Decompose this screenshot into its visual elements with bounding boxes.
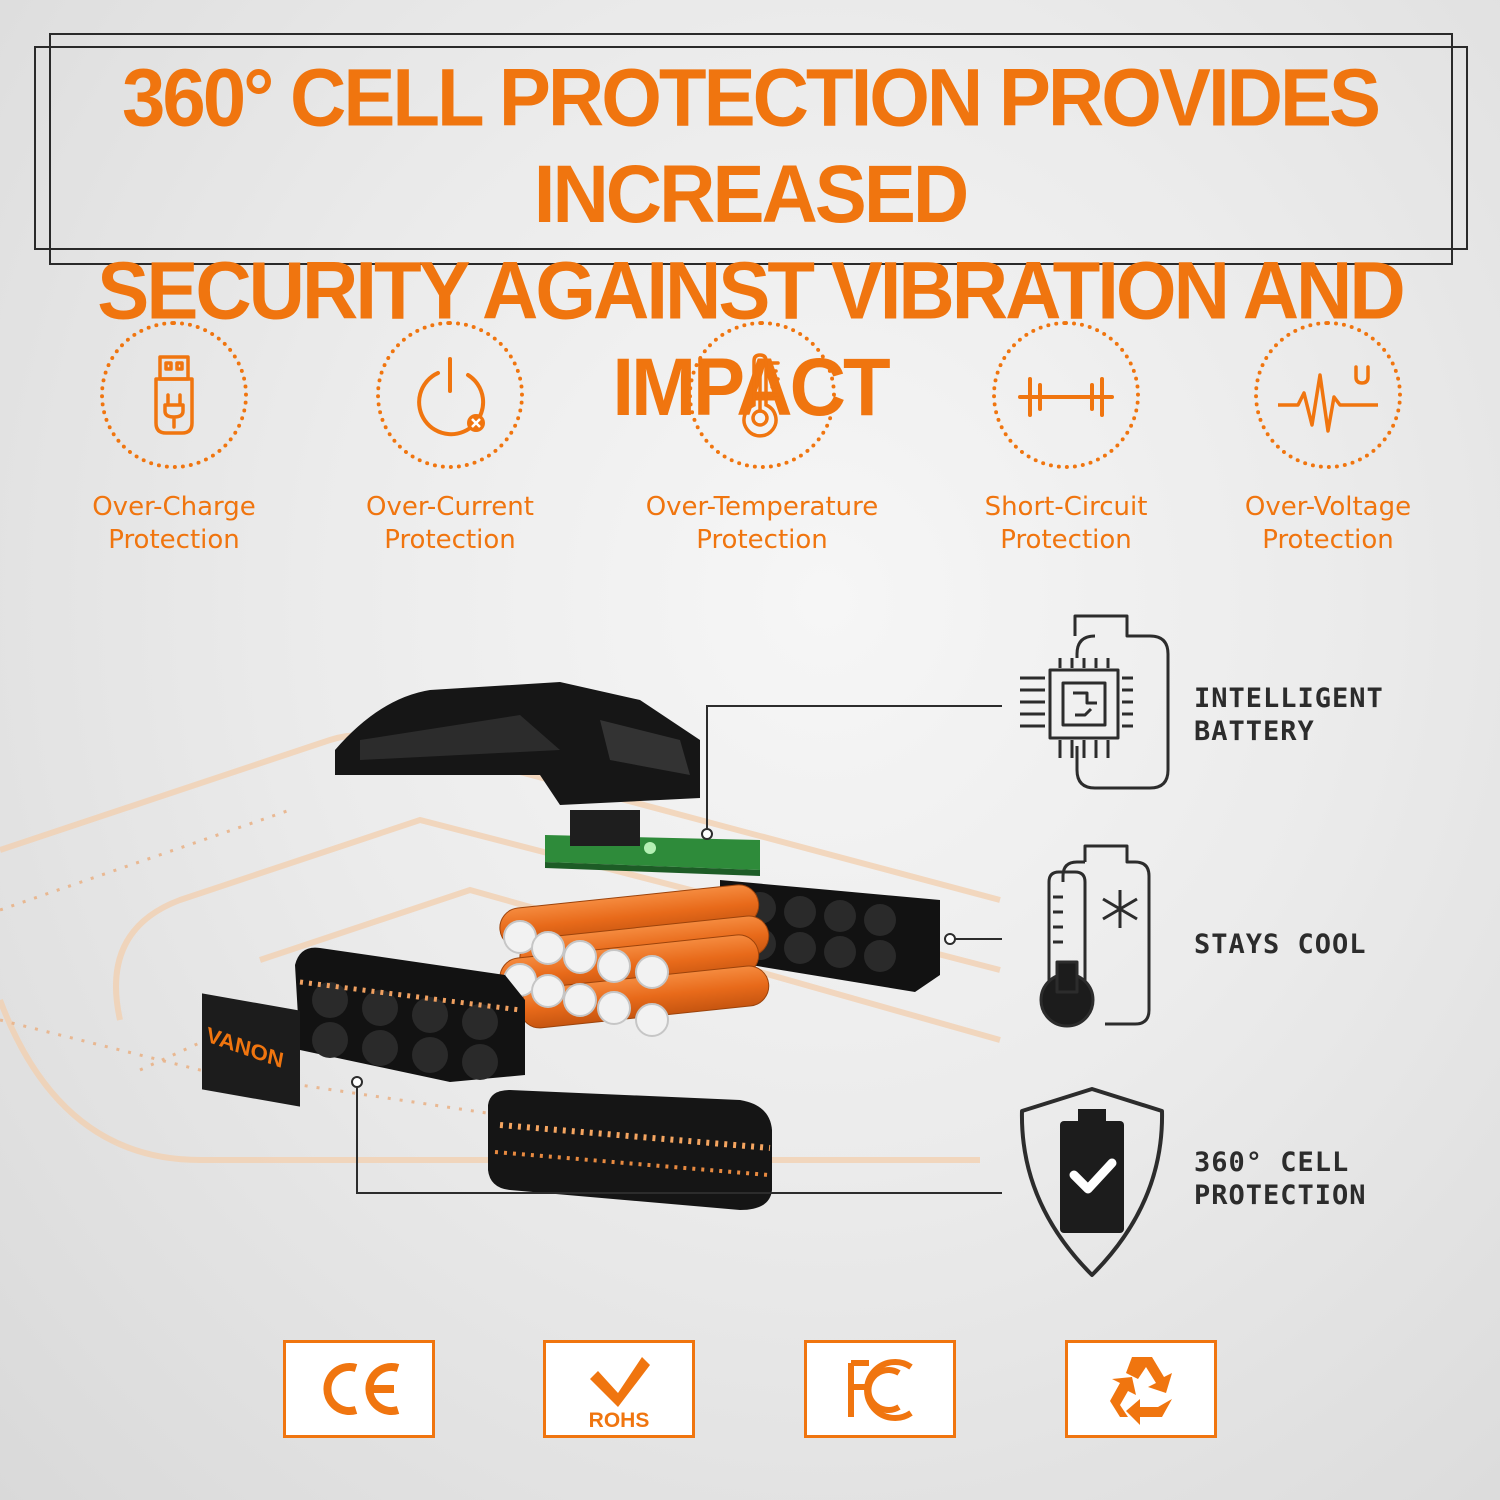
brand-name: VANON (204, 1022, 286, 1073)
protection-label-2: Protection (696, 525, 828, 555)
protection-label-2: Protection (1262, 525, 1394, 555)
title-frame-inner (49, 33, 1453, 265)
protection-over-voltage: Over-Voltage Protection (1198, 321, 1458, 557)
voltage-wave-icon (1278, 365, 1378, 433)
circuit-icon (1018, 377, 1114, 417)
title-frame-outer (34, 46, 1468, 250)
feature-label-cell-protection: 360° CELL PROTECTION (1194, 1147, 1367, 1211)
thermometer-icon (742, 353, 780, 438)
protection-label-1: Short-Circuit (984, 492, 1148, 522)
cert-badge-recycle (1065, 1340, 1217, 1438)
chip-battery-icon (1020, 614, 1170, 790)
protection-label-2: Protection (384, 525, 516, 555)
feature-label-stays-cool: STAYS COOL (1194, 929, 1367, 960)
shield-battery-icon (1019, 1087, 1165, 1277)
usb-plug-icon (154, 355, 194, 435)
feature-label-intelligent: INTELLIGENT BATTERY (1194, 683, 1384, 747)
protection-short-circuit: Short-Circuit Protection (936, 321, 1196, 557)
power-icon (417, 357, 486, 437)
battery-cells (499, 884, 770, 1037)
protection-label-1: Over-Charge (92, 492, 256, 522)
protection-label-1: Over-Temperature (645, 492, 879, 522)
recycle-icon (1110, 1357, 1172, 1425)
protection-over-temperature: Over-Temperature Protection (632, 321, 892, 557)
protection-label-1: Over-Voltage (1244, 492, 1412, 522)
protection-over-current: Over-Current Protection (320, 321, 580, 557)
ce-mark-icon (323, 1363, 400, 1415)
protection-label-2: Protection (1000, 525, 1132, 555)
cell-holder-left (295, 947, 525, 1082)
protection-over-charge: Over-Charge Protection (44, 321, 304, 557)
fcc-mark-icon (848, 1359, 913, 1421)
cert-badge-fcc (804, 1340, 956, 1438)
battery-base (488, 1090, 772, 1210)
cell-holder-right (720, 880, 940, 992)
cert-badge-rohs: ROHS (543, 1340, 695, 1438)
protection-label-2: Protection (108, 525, 240, 555)
brand-tag: VANON (202, 993, 300, 1107)
battery-top-cover (335, 682, 700, 805)
headline-line-1: 360° CELL PROTECTION PROVIDES INCREASED (121, 50, 1381, 240)
battery-pcb-board (545, 810, 760, 876)
cool-battery-icon (1039, 844, 1151, 1028)
rohs-icon (590, 1357, 650, 1407)
protection-label-1: Over-Current (366, 492, 534, 522)
cert-badge-ce (283, 1340, 435, 1438)
battery-exploded-illustration (0, 682, 1002, 1210)
rohs-label: ROHS (588, 1409, 650, 1432)
